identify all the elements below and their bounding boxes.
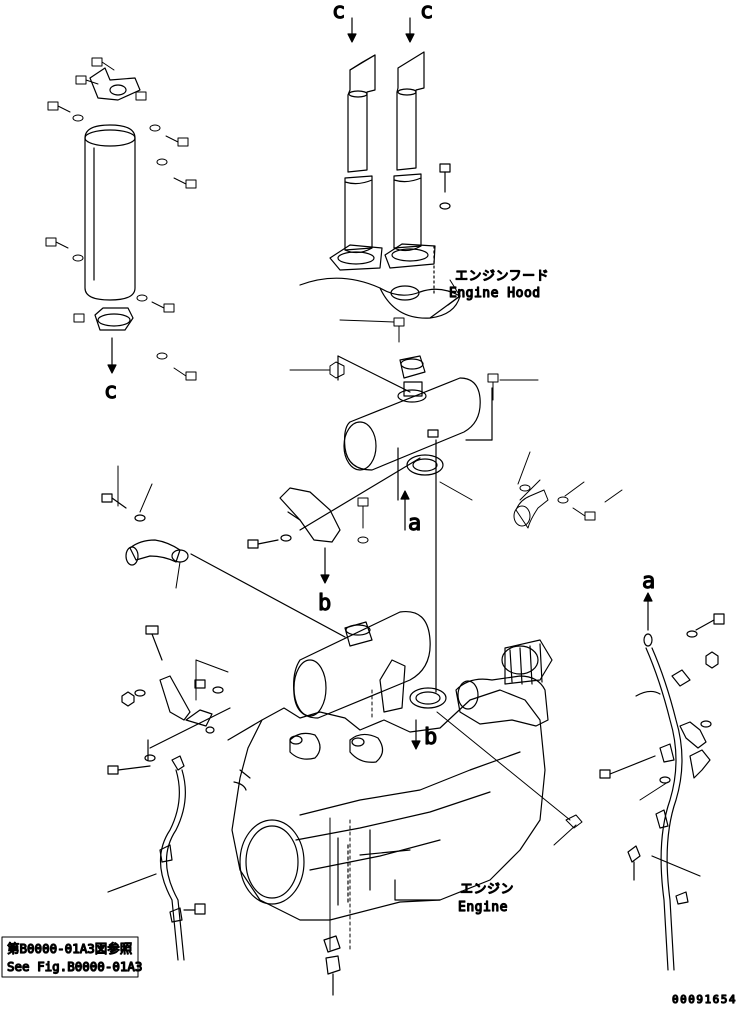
letter-b-mid: b — [318, 591, 331, 616]
exhaust-stacks — [329, 17, 436, 297]
engine-hood-label-jp: エンジンフード — [455, 269, 549, 284]
stack-bolt — [439, 163, 451, 210]
letter-c-top-1: c — [332, 0, 345, 24]
engine-leaders — [195, 659, 583, 951]
engine-hood-label-en: Engine Hood — [449, 286, 541, 301]
letter-a-right: a — [642, 569, 655, 594]
letter-a-mid: a — [408, 511, 421, 536]
upper-muffler — [337, 355, 493, 476]
lower-muffler — [293, 610, 447, 719]
letter-c-left: c — [104, 379, 117, 404]
left-dipstick — [107, 625, 231, 961]
reference-label-en: See Fig.B0000-01A3 — [7, 959, 142, 974]
drawing-code: 00091654 — [672, 993, 737, 1006]
engine-label-en: Engine — [458, 900, 508, 915]
engine-block — [227, 639, 553, 921]
exhaust-pipe-vertical — [299, 439, 437, 693]
left-elbow — [101, 493, 346, 638]
bottom-bolt — [323, 935, 341, 996]
letter-c-top-2: c — [420, 0, 433, 24]
letter-b-engine: b — [424, 725, 437, 750]
arrows-mid — [320, 490, 653, 750]
upper-muffler-bolts — [329, 317, 596, 544]
engine-label-jp: エンジン — [460, 882, 514, 897]
reference-box — [1, 936, 139, 978]
callout-leaders — [117, 279, 669, 801]
muffler-bracket — [247, 487, 341, 549]
reference-label-jp: 第B0000-01A3図参照 — [7, 941, 132, 956]
muffler-cover — [45, 57, 197, 381]
engine-hood-outline — [299, 277, 461, 319]
right-dipstick — [599, 613, 725, 971]
